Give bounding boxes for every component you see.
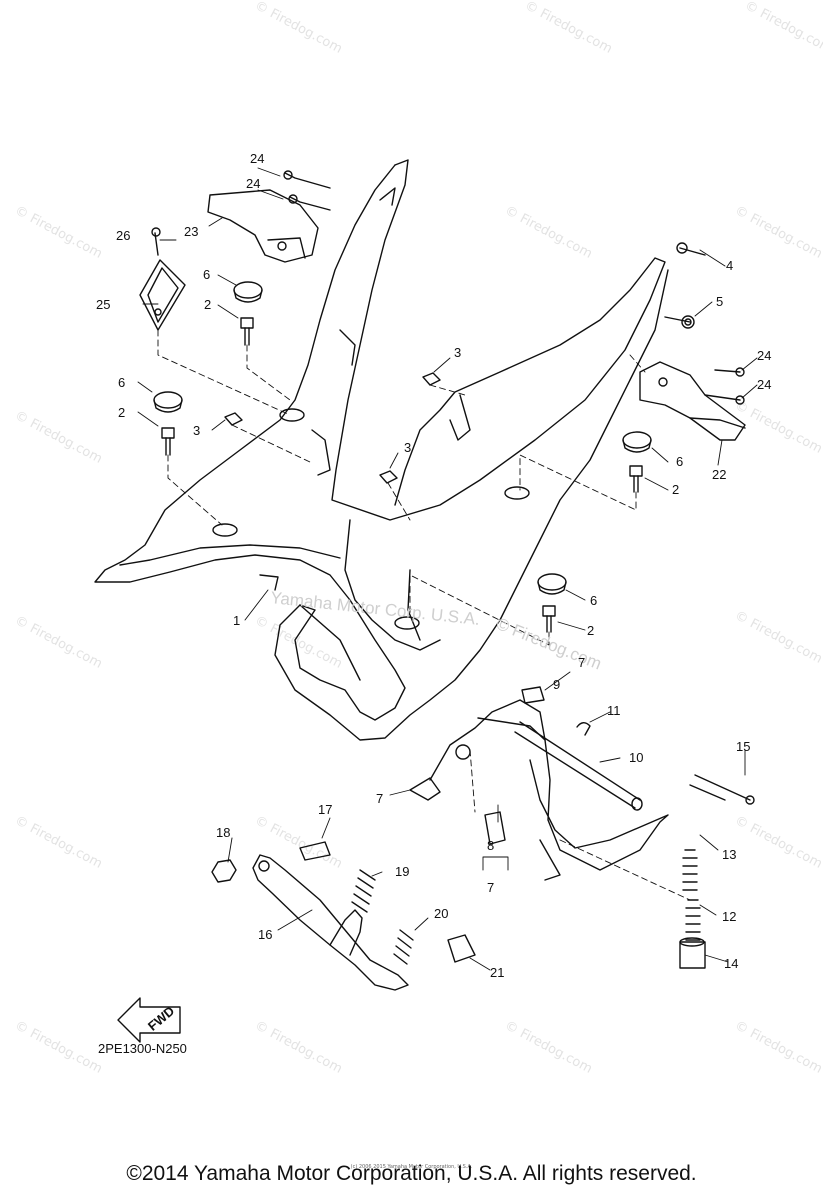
callout-14: 14: [724, 956, 738, 971]
fineprint-copyright: (c) 2006 2015 Yamaha Motor Corporation, …: [350, 1164, 473, 1170]
callout-20: 20: [434, 906, 448, 921]
callout-26: 26: [116, 228, 130, 243]
callout-2: 2: [204, 297, 211, 312]
plate-part-25: [139, 259, 186, 331]
callout-24: 24: [757, 348, 771, 363]
callout-6: 6: [118, 375, 125, 390]
diagram-code: 2PE1300-N250: [98, 1041, 187, 1056]
callout-7: 7: [487, 880, 494, 895]
callout-22: 22: [712, 467, 726, 482]
spring-parts: [351, 774, 755, 969]
callout-6: 6: [590, 593, 597, 608]
grommet-part-6: [153, 281, 652, 595]
callout-7: 7: [376, 791, 383, 806]
bracket-part-22: [639, 361, 746, 441]
callout-18: 18: [216, 825, 230, 840]
bushing-part-8: [484, 811, 506, 845]
nut-part-18: [211, 859, 237, 883]
callout-11: 11: [607, 703, 621, 718]
callout-15: 15: [736, 739, 750, 754]
callout-25: 25: [96, 297, 110, 312]
callout-12: 12: [722, 909, 736, 924]
side-cover-panel: [94, 159, 669, 741]
callout-6: 6: [676, 454, 683, 469]
callout-24: 24: [250, 151, 264, 166]
callout-3: 3: [404, 440, 411, 455]
callout-6: 6: [203, 267, 210, 282]
fwd-label: FWD: [145, 1003, 177, 1034]
screw-parts: [151, 170, 745, 405]
bracket-part-23: [207, 189, 319, 263]
callout-23: 23: [184, 224, 198, 239]
callout-10: 10: [629, 750, 643, 765]
assembly-phantom-lines: [157, 329, 691, 901]
callout-4: 4: [726, 258, 733, 273]
stopper-part-9: [521, 686, 545, 704]
callout-labels: 1 2 2 2 2 3 3 3 4 5 6 6 6 6 7 7 7 8 9 10…: [96, 151, 771, 1034]
bolt-part-2: [161, 317, 643, 633]
callout-16: 16: [258, 927, 272, 942]
callout-19: 19: [395, 864, 409, 879]
footer-copyright: ©2014 Yamaha Motor Corporation, U.S.A. A…: [126, 1162, 697, 1185]
clip-part-11: [576, 722, 591, 736]
callout-24: 24: [246, 176, 260, 191]
callout-17: 17: [318, 802, 332, 817]
center-stand-part-7: [409, 699, 669, 881]
bolt-part-17: [299, 841, 331, 861]
callout-8: 8: [487, 838, 494, 853]
callout-5: 5: [716, 294, 723, 309]
callout-2: 2: [672, 482, 679, 497]
callout-7: 7: [578, 655, 585, 670]
callout-13: 13: [722, 847, 736, 862]
callout-1: 1: [233, 613, 240, 628]
fwd-arrow: [117, 997, 181, 1043]
callout-2: 2: [587, 623, 594, 638]
rubber-part-21: [447, 934, 476, 963]
callout-3: 3: [193, 423, 200, 438]
callout-21: 21: [490, 965, 504, 980]
callout-3: 3: [454, 345, 461, 360]
callout-2: 2: [118, 405, 125, 420]
shaft-part-10: [514, 721, 643, 811]
callout-9: 9: [553, 677, 560, 692]
leader-lines: [137, 167, 758, 971]
clip-part-3: [224, 372, 441, 484]
callout-24: 24: [757, 377, 771, 392]
side-stand-part-16: [252, 854, 409, 991]
